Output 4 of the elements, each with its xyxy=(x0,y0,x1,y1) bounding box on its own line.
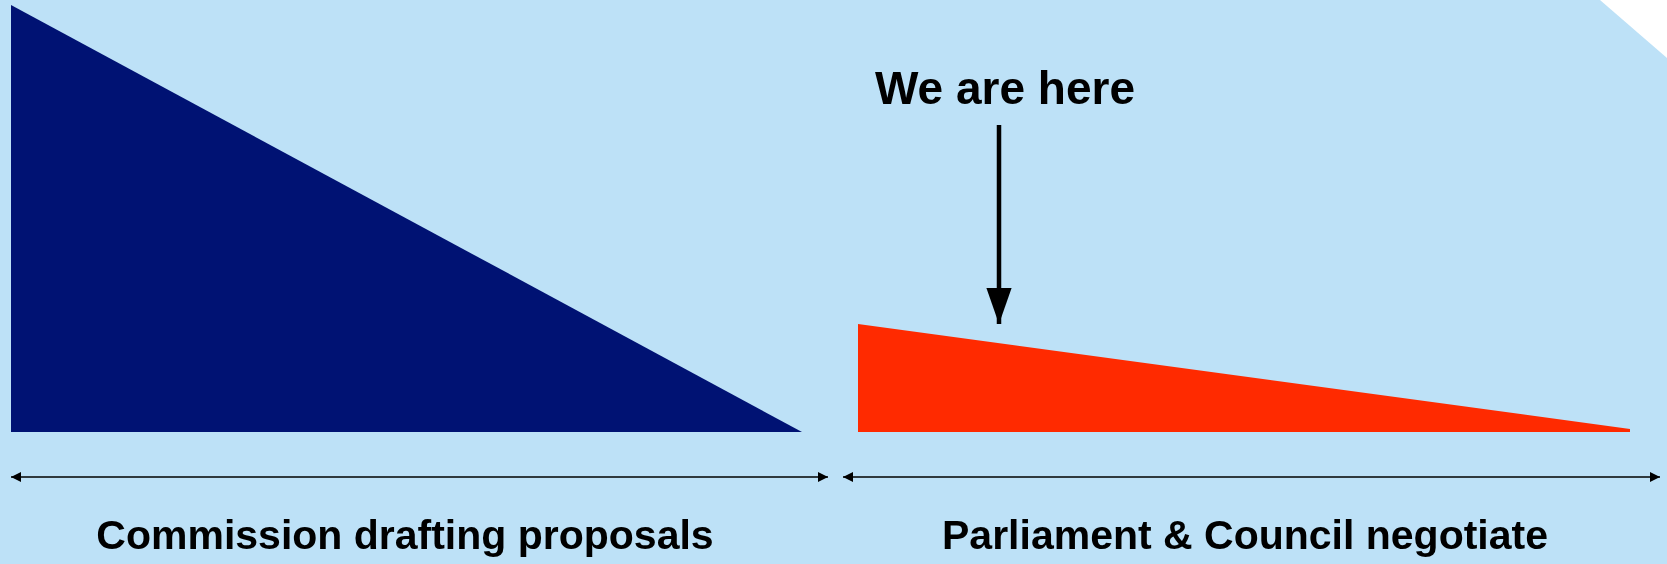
callout-text: We are here xyxy=(874,61,1136,116)
phase-label: Commission drafting proposals xyxy=(96,512,714,558)
arrow xyxy=(986,125,1012,324)
phase-label: Parliament & Council negotiate xyxy=(942,512,1548,558)
